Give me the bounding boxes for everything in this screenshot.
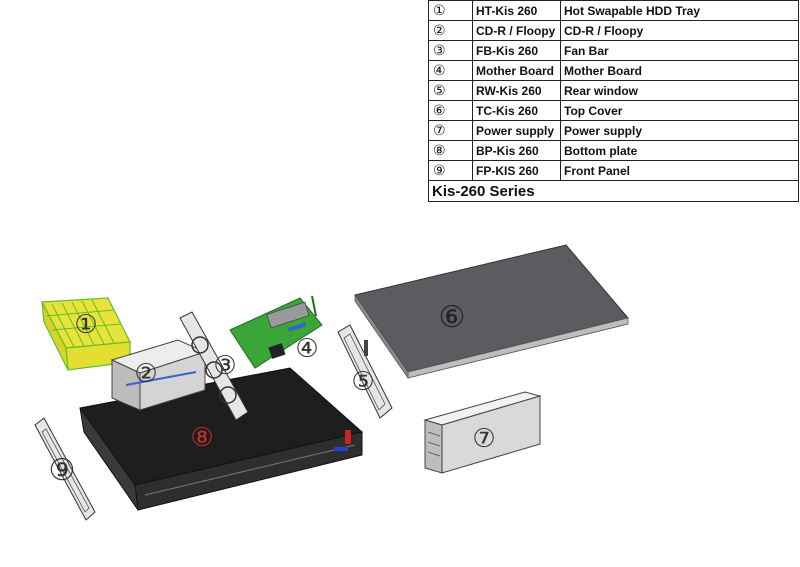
legend-code: BP-Kis 260 [472,140,561,161]
legend-row: ⑦ Power supply Power supply [428,120,799,141]
front-panel [34,417,96,521]
legend-description: Fan Bar [560,40,799,61]
hdd-tray [41,297,131,371]
callout-fan-bar: ③ [213,351,236,381]
legend-code: Mother Board [472,60,561,81]
legend-number: ⑦ [428,120,473,141]
cdr-floppy-cage [110,339,207,411]
legend-description: Front Panel [560,160,799,181]
legend-code: FB-Kis 260 [472,40,561,61]
legend-row: ④ Mother Board Mother Board [428,60,799,81]
legend-code: RW-Kis 260 [472,80,561,101]
mother-board [229,295,323,369]
legend-description: Top Cover [560,100,799,121]
legend-number: ③ [428,40,473,61]
legend-description: Rear window [560,80,799,101]
legend-description: Mother Board [560,60,799,81]
legend-number: ⑥ [428,100,473,121]
legend-row: ① HT-Kis 260 Hot Swapable HDD Tray [428,0,799,21]
callout-cdr-floppy: ② [134,359,157,389]
callout-hdd-tray: ① [74,310,97,340]
top-cover [354,244,629,380]
power-supply [423,391,542,474]
legend-row: ② CD-R / Floopy CD-R / Floopy [428,20,799,41]
rear-window [337,324,393,419]
legend-series-row: Kis-260 Series [428,180,799,202]
legend-description: Bottom plate [560,140,799,161]
fan-bar [179,311,249,421]
legend-row: ⑥ TC-Kis 260 Top Cover [428,100,799,121]
legend-number: ⑧ [428,140,473,161]
legend-code: Power supply [472,120,561,141]
legend-code: HT-Kis 260 [472,0,561,21]
legend-row: ⑨ FP-KIS 260 Front Panel [428,160,799,181]
callout-power-supply: ⑦ [472,424,495,454]
legend-description: Hot Swapable HDD Tray [560,0,799,21]
legend-row: ③ FB-Kis 260 Fan Bar [428,40,799,61]
legend-code: CD-R / Floopy [472,20,561,41]
legend-row: ⑧ BP-Kis 260 Bottom plate [428,140,799,161]
legend-description: CD-R / Floopy [560,20,799,41]
series-title: Kis-260 Series [428,180,799,202]
callout-bottom-plate: ⑧ [190,423,213,453]
callout-rear-window: ⑤ [351,367,374,397]
legend-number: ④ [428,60,473,81]
legend-code: FP-KIS 260 [472,160,561,181]
legend-code: TC-Kis 260 [472,100,561,121]
legend-number: ② [428,20,473,41]
legend-row: ⑤ RW-Kis 260 Rear window [428,80,799,101]
parts-legend-table: ① HT-Kis 260 Hot Swapable HDD Tray ② CD-… [428,0,799,202]
legend-number: ⑤ [428,80,473,101]
callout-front-panel: ⑨ [49,453,76,488]
legend-number: ⑨ [428,160,473,181]
legend-number: ① [428,0,473,21]
callout-top-cover: ⑥ [439,300,466,335]
legend-description: Power supply [560,120,799,141]
callout-mother-board: ④ [295,334,318,364]
